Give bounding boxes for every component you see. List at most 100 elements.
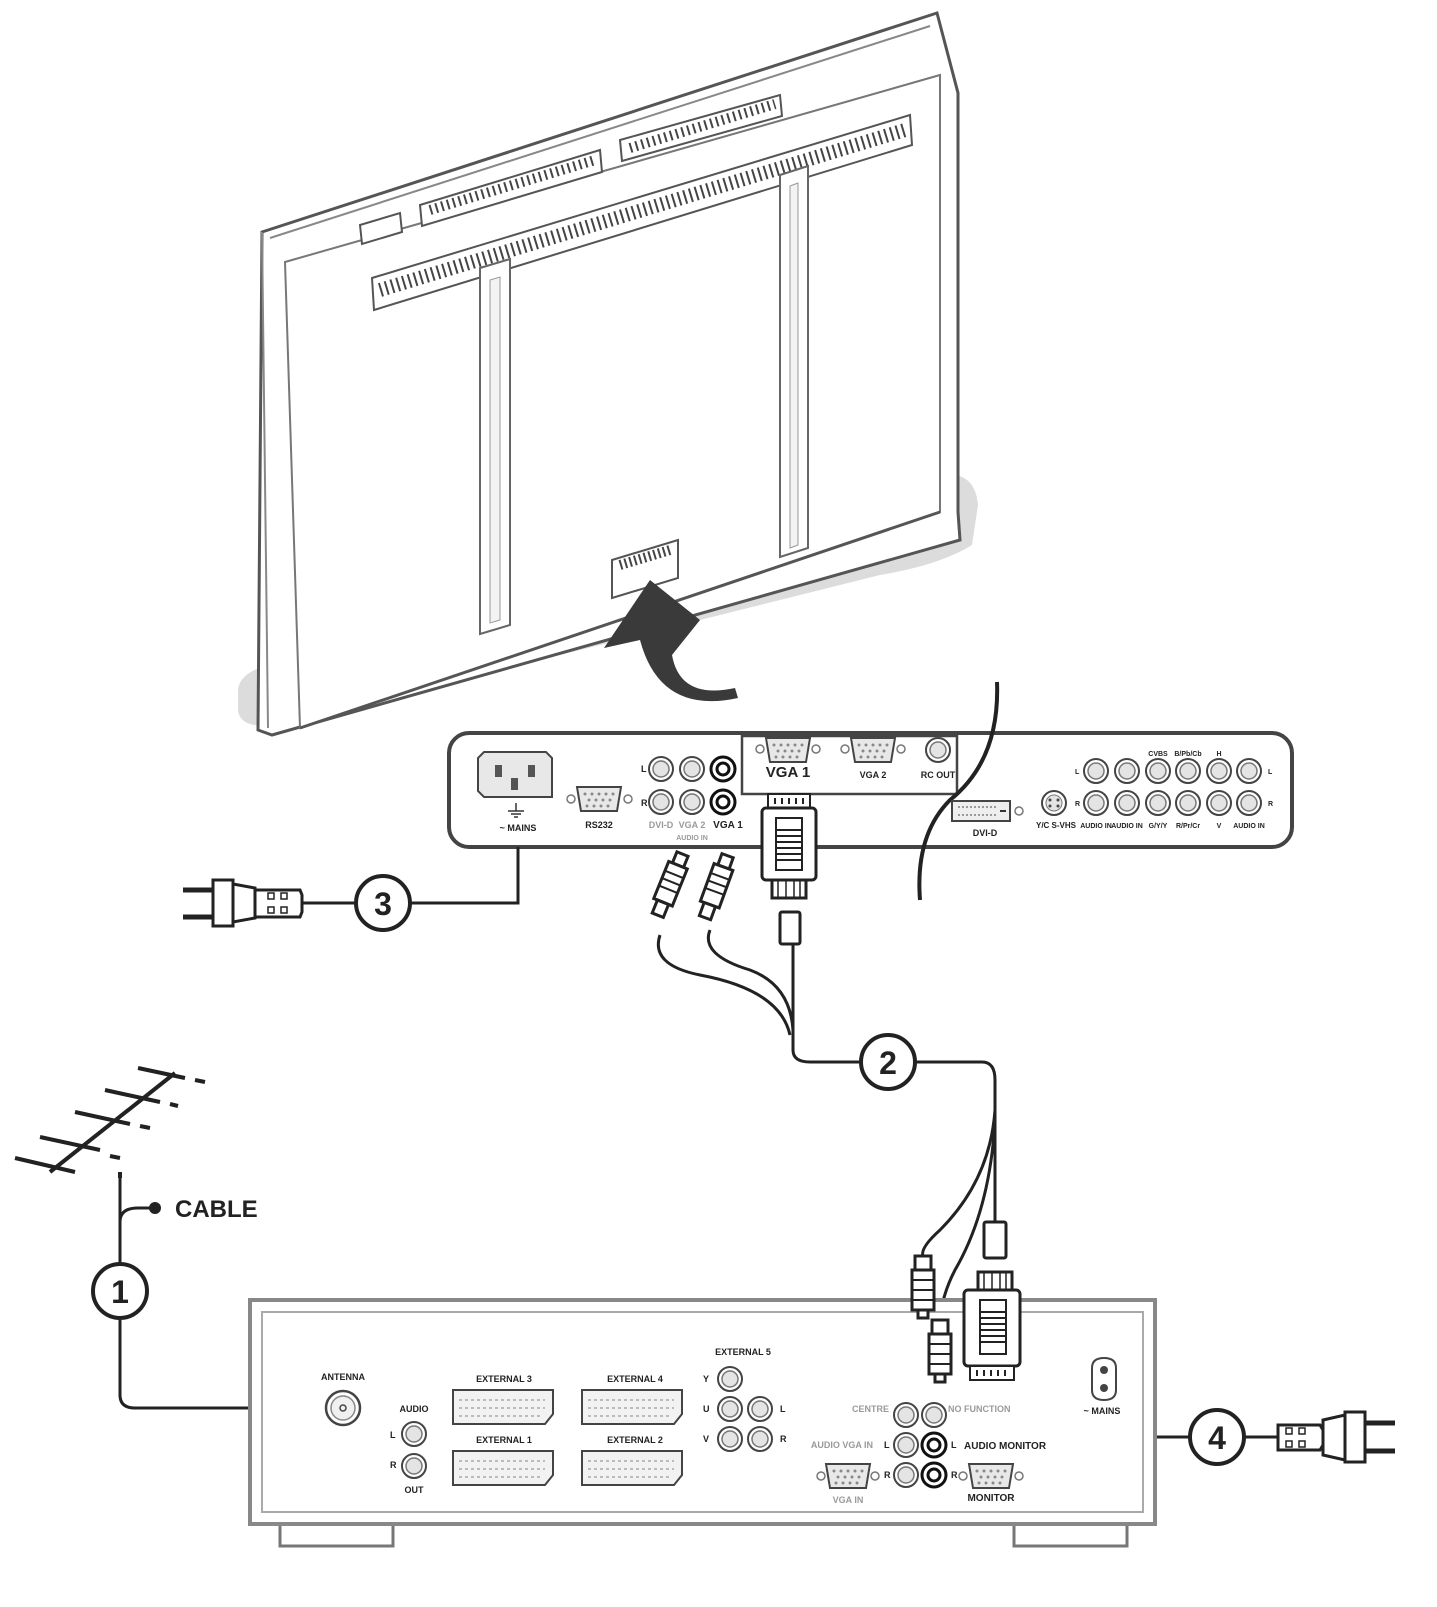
mains-plug-right-icon [1276, 1410, 1395, 1464]
gyy-jack[interactable] [1145, 790, 1171, 816]
vga1-audio-l-jack[interactable] [709, 755, 737, 783]
vga2-port[interactable] [850, 737, 896, 763]
external1-label: EXTERNAL 1 [476, 1435, 532, 1445]
cable-label: CABLE [175, 1196, 258, 1223]
right-r-label: R [1075, 801, 1080, 808]
ext5-v-label: V [703, 1434, 709, 1444]
am-l-out-label: L [951, 1440, 957, 1450]
ext5-r-label: R [780, 1434, 787, 1444]
vga1-audio-label: VGA 1 [713, 820, 743, 831]
rprcr-label: R/Pr/Cr [1176, 823, 1200, 830]
vga1-audio-r-jack[interactable] [709, 788, 737, 816]
antenna-label: ANTENNA [321, 1372, 365, 1382]
audio-monitor-r-jack[interactable] [920, 1461, 948, 1489]
audio-l-label: L [641, 764, 647, 774]
ext5-v-jack[interactable] [717, 1426, 743, 1452]
audio-vga-in-label: AUDIO VGA IN [811, 1440, 873, 1450]
v-label: V [1217, 823, 1222, 830]
external3-scart[interactable] [452, 1389, 554, 1425]
dvi-audio-l-jack[interactable] [648, 756, 674, 782]
external2-scart[interactable] [581, 1450, 683, 1486]
right-l-label: L [1075, 769, 1080, 776]
yc-svhs-label: Y/C S-VHS [1036, 821, 1077, 830]
h-jack[interactable] [1206, 758, 1232, 784]
audio-out-l-label: L [390, 1430, 396, 1440]
panel-break-line [917, 681, 1000, 901]
vga2-audio-l-jack[interactable] [679, 756, 705, 782]
external1-scart[interactable] [452, 1450, 554, 1486]
vga2-audio-r-jack[interactable] [679, 789, 705, 815]
vga-in-port[interactable] [825, 1463, 871, 1489]
rs232-port[interactable] [576, 786, 622, 812]
no-function-jack[interactable] [921, 1402, 947, 1428]
svhs-port[interactable] [1041, 790, 1067, 816]
monitor-rear-illustration [238, 11, 978, 737]
vga2-audio-label: VGA 2 [679, 820, 706, 830]
audio-in-3-label: AUDIO IN [1233, 823, 1265, 830]
dvi-d-port[interactable] [951, 800, 1011, 822]
rc-out-label: RC OUT [921, 770, 956, 780]
external4-label: EXTERNAL 4 [607, 1374, 663, 1384]
ext5-l-jack[interactable] [747, 1396, 773, 1422]
antenna-icon [14, 1066, 206, 1178]
rprcr-jack[interactable] [1175, 790, 1201, 816]
v-jack[interactable] [1206, 790, 1232, 816]
external4-scart[interactable] [581, 1389, 683, 1425]
cvbs-label: CVBS [1148, 751, 1168, 758]
external2-label: EXTERNAL 2 [607, 1435, 663, 1445]
antenna-input-jack[interactable] [324, 1389, 362, 1427]
ext5-y-label: Y [703, 1374, 709, 1384]
cvbs-jack[interactable] [1145, 758, 1171, 784]
audio-in-2-r-jack[interactable] [1114, 790, 1140, 816]
ext5-y-jack[interactable] [717, 1366, 743, 1392]
cable-endpoint-dot [149, 1202, 161, 1214]
ground-symbol-icon [508, 803, 524, 818]
audio-vga-in-l-jack[interactable] [893, 1432, 919, 1458]
am-l-in-label: L [884, 1440, 890, 1450]
audio-in-3-r-jack[interactable] [1236, 790, 1262, 816]
external3-label: EXTERNAL 3 [476, 1374, 532, 1384]
audio-in-2-l-jack[interactable] [1114, 758, 1140, 784]
vga1-port[interactable] [765, 737, 811, 763]
step-marker-1: 1 [91, 1262, 149, 1320]
centre-jack[interactable] [893, 1402, 919, 1428]
ext5-l-label: L [780, 1404, 786, 1414]
monitor-vga-port[interactable] [968, 1463, 1014, 1489]
audio-in-3-l-jack[interactable] [1236, 758, 1262, 784]
ext5-u-jack[interactable] [717, 1396, 743, 1422]
no-function-label: NO FUNCTION [948, 1404, 1011, 1414]
audio-in-2-label: AUDIO IN [1111, 823, 1143, 830]
step-marker-3: 3 [354, 874, 412, 932]
audio-monitor-l-jack[interactable] [920, 1431, 948, 1459]
audio-out-label: OUT [405, 1485, 425, 1495]
am-r-out-label: R [951, 1470, 958, 1480]
dvi-audio-r-jack[interactable] [648, 789, 674, 815]
audio-vga-in-r-jack[interactable] [893, 1462, 919, 1488]
dvi-d-label: DVI-D [973, 828, 998, 838]
audio-r-label: R [641, 798, 648, 808]
external5-label: EXTERNAL 5 [715, 1347, 771, 1357]
vga-plug-bottom-icon [962, 1220, 1022, 1381]
step-4-number: 4 [1208, 1420, 1226, 1456]
curved-arrow-icon [604, 580, 738, 702]
audio-monitor-label: AUDIO MONITOR [964, 1441, 1047, 1452]
right-r2-label: R [1268, 801, 1273, 808]
receiver-rear-panel: ANTENNA AUDIO L R OUT EXTERNAL 3 EXTERNA… [248, 1298, 1157, 1548]
audio-in-1-l-jack[interactable] [1083, 758, 1109, 784]
bpbcb-label: B/Pb/Cb [1174, 751, 1201, 758]
ext5-r-jack[interactable] [747, 1426, 773, 1452]
monitor-label: MONITOR [967, 1493, 1015, 1504]
step-marker-4: 4 [1188, 1408, 1246, 1466]
audio-out-l-jack[interactable] [401, 1421, 427, 1447]
ext5-u-label: U [703, 1404, 710, 1414]
monitor-connector-panel: ~ MAINS RS232 L R DVI-D VGA 2 VGA 1 AUDI… [447, 681, 1294, 901]
audio-in-1-r-jack[interactable] [1083, 790, 1109, 816]
audio-label: AUDIO [400, 1404, 429, 1414]
vga2-label: VGA 2 [860, 770, 887, 780]
audio-out-r-jack[interactable] [401, 1453, 427, 1479]
right-l2-label: L [1268, 769, 1273, 776]
receiver-mains-socket-icon[interactable] [1091, 1356, 1117, 1402]
rc-out-jack[interactable] [925, 737, 951, 763]
bpbcb-jack[interactable] [1175, 758, 1201, 784]
mains-socket-icon[interactable] [477, 751, 553, 798]
